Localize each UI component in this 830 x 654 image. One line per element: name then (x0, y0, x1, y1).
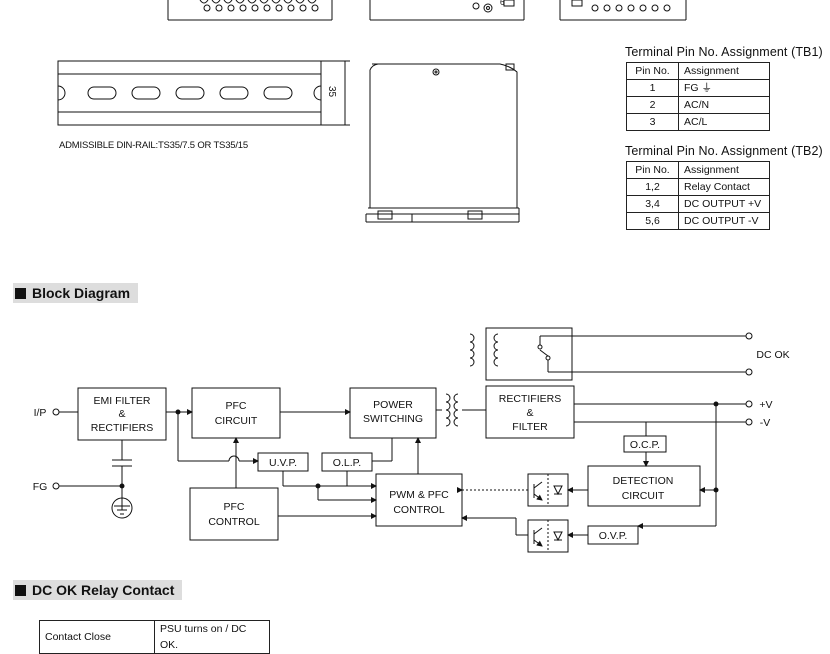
relay-contact-heading-text: DC OK Relay Contact (32, 582, 175, 598)
din-rail-dimension: 35 (326, 86, 337, 98)
tb2-header-pin: Pin No. (626, 161, 679, 179)
relay-block (485, 327, 573, 381)
block-diagram-heading: Block Diagram (13, 283, 139, 303)
table-row: 3,4 DC OUTPUT +V (626, 195, 770, 213)
table-row: Contact Close PSU turns on / DC OK. (39, 620, 270, 654)
olp-label: O.L.P. (333, 457, 361, 469)
pfc-control-label-1: PFC (224, 501, 245, 513)
emi-label-1: EMI FILTER (94, 395, 151, 407)
tb2-cell: DC OUTPUT -V (678, 212, 770, 230)
pfc-circuit-label-1: PFC (226, 400, 247, 412)
tb2-cell: Relay Contact (678, 178, 770, 196)
detection-label-1: DETECTION (613, 475, 674, 487)
table-row: 2 AC/N (626, 96, 770, 114)
relay-description-cell: PSU turns on / DC OK. (154, 620, 270, 654)
plus-v-label: +V (759, 399, 772, 411)
pfc-control-label-2: CONTROL (208, 516, 259, 528)
rectifiers-filter-block (485, 385, 575, 439)
emi-label-3: RECTIFIERS (91, 422, 153, 434)
emi-label-2: & (118, 408, 125, 420)
heading-square-icon (15, 584, 26, 596)
tb2-cell: DC OUTPUT +V (678, 195, 770, 213)
pwm-label-2: CONTROL (393, 504, 444, 516)
tb1-header-assignment: Assignment (678, 62, 770, 80)
din-rail-drawing (57, 60, 350, 126)
pfc-circuit-label-2: CIRCUIT (215, 415, 258, 427)
table-row: 1,2 Relay Contact (626, 178, 770, 196)
ground-icon (111, 497, 133, 519)
top-view-partial-left (167, 0, 333, 21)
top-view-partial-right (559, 0, 687, 21)
block-diagram-heading-text: Block Diagram (32, 285, 131, 301)
table-row: 5,6 DC OUTPUT -V (626, 212, 770, 230)
top-view-partial-middle (369, 0, 525, 21)
detection-label-2: CIRCUIT (622, 490, 665, 502)
tb2-table: Pin No. Assignment 1,2 Relay Contact 3,4… (626, 161, 770, 230)
tb1-title: Terminal Pin No. Assignment (TB1) (625, 45, 823, 59)
tb1-cell: FG ⏚ (678, 79, 770, 97)
ocp-block (623, 435, 667, 453)
tb1-cell: AC/N (678, 96, 770, 114)
rect-label-3: FILTER (512, 421, 548, 433)
pfc-circuit-block (191, 387, 281, 439)
tb2-header-assignment: Assignment (678, 161, 770, 179)
pwm-label-1: PWM & PFC (389, 489, 449, 501)
tb2-cell: 3,4 (626, 195, 679, 213)
tb2-cell: 5,6 (626, 212, 679, 230)
power-sw-label-1: POWER (373, 399, 413, 411)
ovp-label: O.V.P. (599, 530, 628, 542)
side-view-drawing (365, 63, 520, 223)
tb2-cell: 1,2 (626, 178, 679, 196)
power-switching-block (349, 387, 437, 439)
power-sw-label-2: SWITCHING (363, 413, 423, 425)
fg-label: FG (33, 481, 48, 493)
table-header: Pin No. Assignment (626, 62, 770, 80)
minus-v-label: -V (760, 417, 771, 429)
tb1-cell: AC/L (678, 113, 770, 131)
relay-contact-table: Contact Close PSU turns on / DC OK. (39, 620, 270, 654)
uvp-label: U.V.P. (269, 457, 297, 469)
relay-contact-heading: DC OK Relay Contact (13, 580, 183, 600)
ocp-label: O.C.P. (630, 439, 660, 451)
tb1-table: Pin No. Assignment 1 FG ⏚ 2 AC/N 3 AC/L (626, 62, 770, 131)
table-row: 3 AC/L (626, 113, 770, 131)
tb1-cell: 1 (626, 79, 679, 97)
partial-label: 6 (500, 0, 505, 7)
tb2-title: Terminal Pin No. Assignment (TB2) (625, 144, 823, 158)
ip-label: I/P (34, 407, 47, 419)
din-rail-note: ADMISSIBLE DIN-RAIL:TS35/7.5 OR TS35/15 (59, 140, 248, 151)
relay-condition-cell: Contact Close (39, 620, 155, 654)
diagram-wiring (52, 327, 753, 553)
detection-circuit-block (587, 465, 701, 507)
table-row: 1 FG ⏚ (626, 79, 770, 97)
tb1-cell: 2 (626, 96, 679, 114)
rect-label-1: RECTIFIERS (499, 393, 561, 405)
pfc-control-block (189, 487, 279, 541)
heading-square-icon (15, 287, 26, 299)
dc-ok-label: DC OK (756, 349, 789, 361)
tb1-cell: 3 (626, 113, 679, 131)
mechanical-drawing (57, 0, 687, 223)
rect-label-2: & (526, 407, 533, 419)
tb1-header-pin: Pin No. (626, 62, 679, 80)
table-header: Pin No. Assignment (626, 161, 770, 179)
block-diagram: I/P FG EMI FILTER & RECTIFIERS PFC CIRCU… (33, 327, 790, 553)
